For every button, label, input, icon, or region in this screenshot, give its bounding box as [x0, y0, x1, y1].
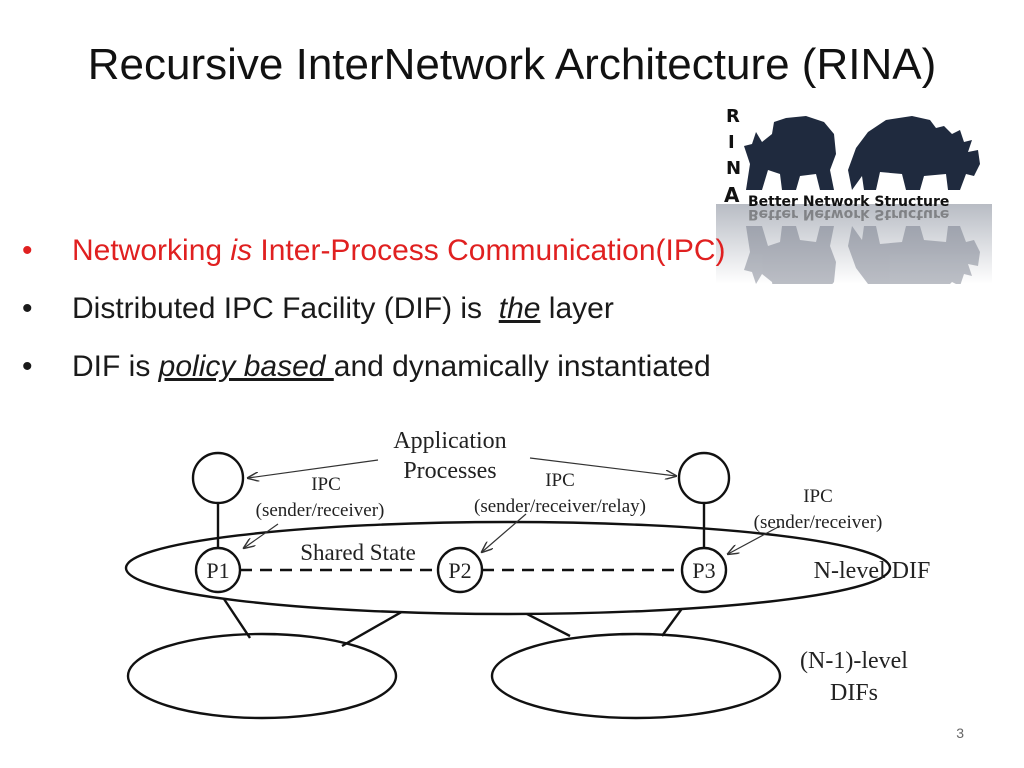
bullet-prefix: Distributed IPC Facility (DIF) is	[72, 292, 499, 325]
rina-dif-diagram: Application Processes IPC (sender/receiv…	[124, 428, 931, 720]
n1-level-dif-label-2: DIFs	[830, 680, 878, 706]
logo-tagline-reflection: Better Network Structure	[748, 206, 949, 222]
logo-letter-r: R	[726, 106, 740, 127]
ipc-left-label: IPC	[311, 474, 341, 495]
logo-tagline: Better Network Structure	[748, 194, 949, 210]
logo-letter-n: N	[726, 158, 741, 179]
application-process-right	[677, 451, 731, 505]
application-processes-label: Application	[393, 428, 506, 454]
arrow-to-p3	[728, 525, 781, 554]
application-process-left	[191, 451, 245, 505]
bullet-prefix: Networking	[72, 234, 231, 267]
bullet-suffix: and dynamically instantiated	[333, 350, 711, 383]
bullet-emphasis: is	[230, 234, 253, 267]
ipc-node-p1	[194, 546, 242, 594]
arrow-to-p1	[244, 523, 279, 548]
rhino-left-icon	[744, 116, 836, 190]
ipc-right-label: IPC	[803, 486, 833, 507]
bullet-prefix: DIF is	[72, 350, 159, 383]
bullet-marker: •	[22, 234, 33, 267]
ipc-node-p3	[680, 546, 728, 594]
arrow-to-app-left	[248, 459, 379, 478]
rhino-right-icon	[848, 116, 980, 190]
page-number: 3	[956, 725, 964, 741]
bullet-text: DIF is policy based and dynamically inst…	[72, 350, 711, 384]
n1-level-dif-right	[490, 632, 782, 720]
rhino-left-reflection-icon	[744, 226, 836, 284]
ipc-node-p2	[436, 546, 484, 594]
logo-letter-a: A	[724, 183, 740, 207]
p1-label: P1	[206, 558, 229, 583]
bullet-emphasis: the	[498, 292, 541, 325]
p2-label: P2	[448, 558, 471, 583]
n1-level-dif-left	[126, 632, 398, 720]
n1-level-dif-label: (N-1)-level	[800, 648, 908, 674]
logo-letter-i: I	[728, 132, 735, 153]
bullet-marker: •	[22, 350, 33, 383]
arrow-to-p2	[482, 513, 527, 552]
ipc-mid-label: IPC	[545, 470, 575, 491]
bullet-text: Distributed IPC Facility (DIF) is the la…	[72, 292, 614, 326]
arrow-to-app-right	[529, 457, 676, 476]
bullet-suffix: Inter-Process Communication(IPC)	[252, 234, 726, 267]
bullet-emphasis: policy based	[158, 350, 334, 383]
ipc-mid-role: (sender/receiver/relay)	[474, 496, 646, 517]
application-processes-label-2: Processes	[403, 458, 496, 484]
p3-label: P3	[692, 558, 715, 583]
bullet-suffix: layer	[540, 292, 614, 325]
ipc-left-role: (sender/receiver)	[256, 500, 385, 521]
shared-state-label: Shared State	[300, 540, 416, 565]
slide-title: Recursive InterNetwork Architecture (RIN…	[87, 40, 937, 89]
bullet-marker: •	[22, 292, 33, 325]
ipc-right-role: (sender/receiver)	[754, 512, 883, 533]
rina-logo: R I N A Better Network Structure Better …	[716, 106, 992, 284]
n-level-dif-label: N-level DIF	[814, 558, 931, 584]
rhino-right-reflection-icon	[848, 226, 980, 284]
bullet-text: Networking is Inter-Process Communicatio…	[72, 234, 726, 268]
